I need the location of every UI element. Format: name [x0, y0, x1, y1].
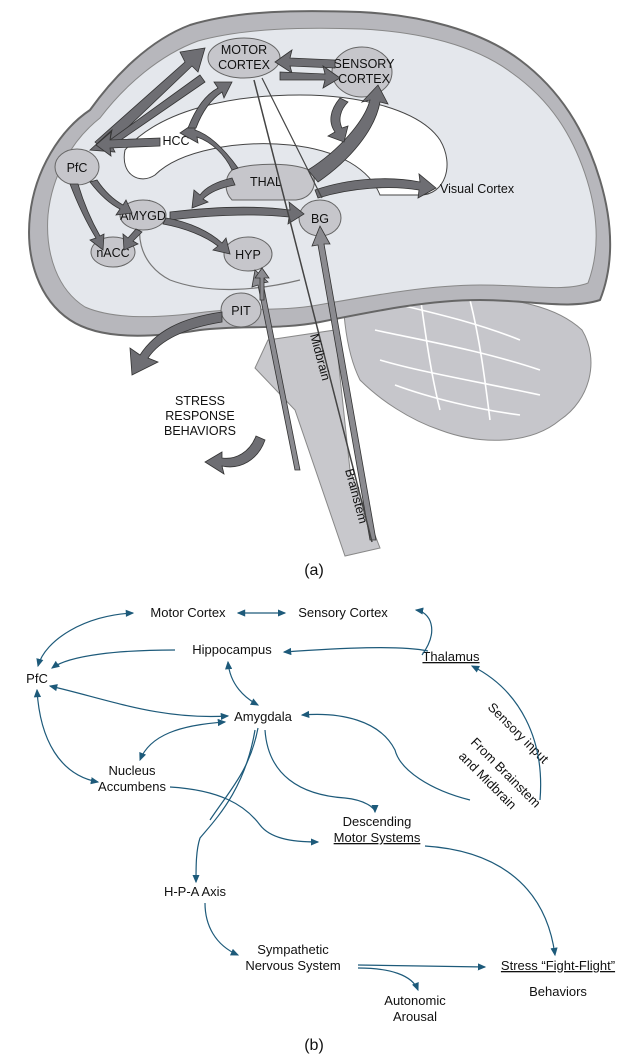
visual-cortex-label: Visual Cortex — [440, 182, 515, 196]
node-descending-1: Descending — [343, 814, 412, 829]
node-sympathetic-1: Sympathetic — [257, 942, 329, 957]
node-hippocampus: Hippocampus — [192, 642, 272, 657]
hyp-label: HYP — [235, 248, 261, 262]
edge-pfc-amygdala — [50, 686, 228, 717]
panel-a-label: (a) — [304, 562, 324, 579]
edge-amygdala-hpa — [196, 730, 255, 882]
edge-descending-stress — [425, 846, 555, 955]
panel-b-label: (b) — [304, 1037, 324, 1054]
node-motor-cortex: Motor Cortex — [150, 605, 226, 620]
edge-brainstem-amygdala — [302, 714, 470, 800]
edge-nucleus-descending — [170, 787, 318, 842]
node-nucleus-1: Nucleus — [109, 763, 156, 778]
panel-b: Motor Cortex Sensory Cortex Hippocampus … — [26, 605, 615, 1054]
thal-label: THAL — [250, 175, 282, 189]
panel-b-connectors — [37, 610, 555, 990]
edge-hippo-amygdala — [228, 662, 258, 705]
node-pfc: PfC — [26, 671, 48, 686]
sensory-cortex-label-2: CORTEX — [338, 72, 391, 86]
edge-amygdala-nucleus-down — [210, 728, 258, 820]
node-thalamus: Thalamus — [422, 649, 480, 664]
sensory-cortex-label: SENSORY — [334, 57, 396, 71]
edge-amygdala-descending — [265, 730, 375, 812]
stress-label-1: STRESS — [175, 394, 225, 408]
stress-label-3: BEHAVIORS — [164, 424, 236, 438]
pfc-label: PfC — [67, 161, 88, 175]
edge-motor-pfc — [38, 613, 133, 666]
node-autonomic-1: Autonomic — [384, 993, 446, 1008]
node-sympathetic-2: Nervous System — [245, 958, 340, 973]
node-autonomic-2: Arousal — [393, 1009, 437, 1024]
node-stress: Stress “Fight-Flight” — [501, 958, 615, 973]
node-hpa: H-P-A Axis — [164, 884, 227, 899]
motor-cortex-label: MOTOR — [221, 43, 267, 57]
pit-label: PIT — [231, 304, 251, 318]
bg-label: BG — [311, 212, 329, 226]
edge-thal-hippo — [284, 648, 428, 652]
arrow-stress-loop — [205, 436, 265, 474]
motor-cortex-label-2: CORTEX — [218, 58, 271, 72]
edge-pfc-nucleus — [37, 690, 98, 782]
stress-label-2: RESPONSE — [165, 409, 234, 423]
node-nucleus-2: Accumbens — [98, 779, 166, 794]
node-descending-2: Motor Systems — [334, 830, 421, 845]
edge-symp-stress — [358, 965, 485, 967]
edge-nucleus-amygdala — [140, 722, 225, 760]
node-sensory-cortex: Sensory Cortex — [298, 605, 388, 620]
edge-symp-autonomic — [358, 968, 418, 990]
node-amygdala: Amygdala — [234, 709, 293, 724]
edge-hpa-sympathetic — [205, 903, 238, 955]
edge-hippo-pfc — [52, 650, 175, 668]
panel-a: MOTOR CORTEX SENSORY CORTEX HCC PfC THAL… — [29, 11, 610, 579]
node-behaviors: Behaviors — [529, 984, 587, 999]
